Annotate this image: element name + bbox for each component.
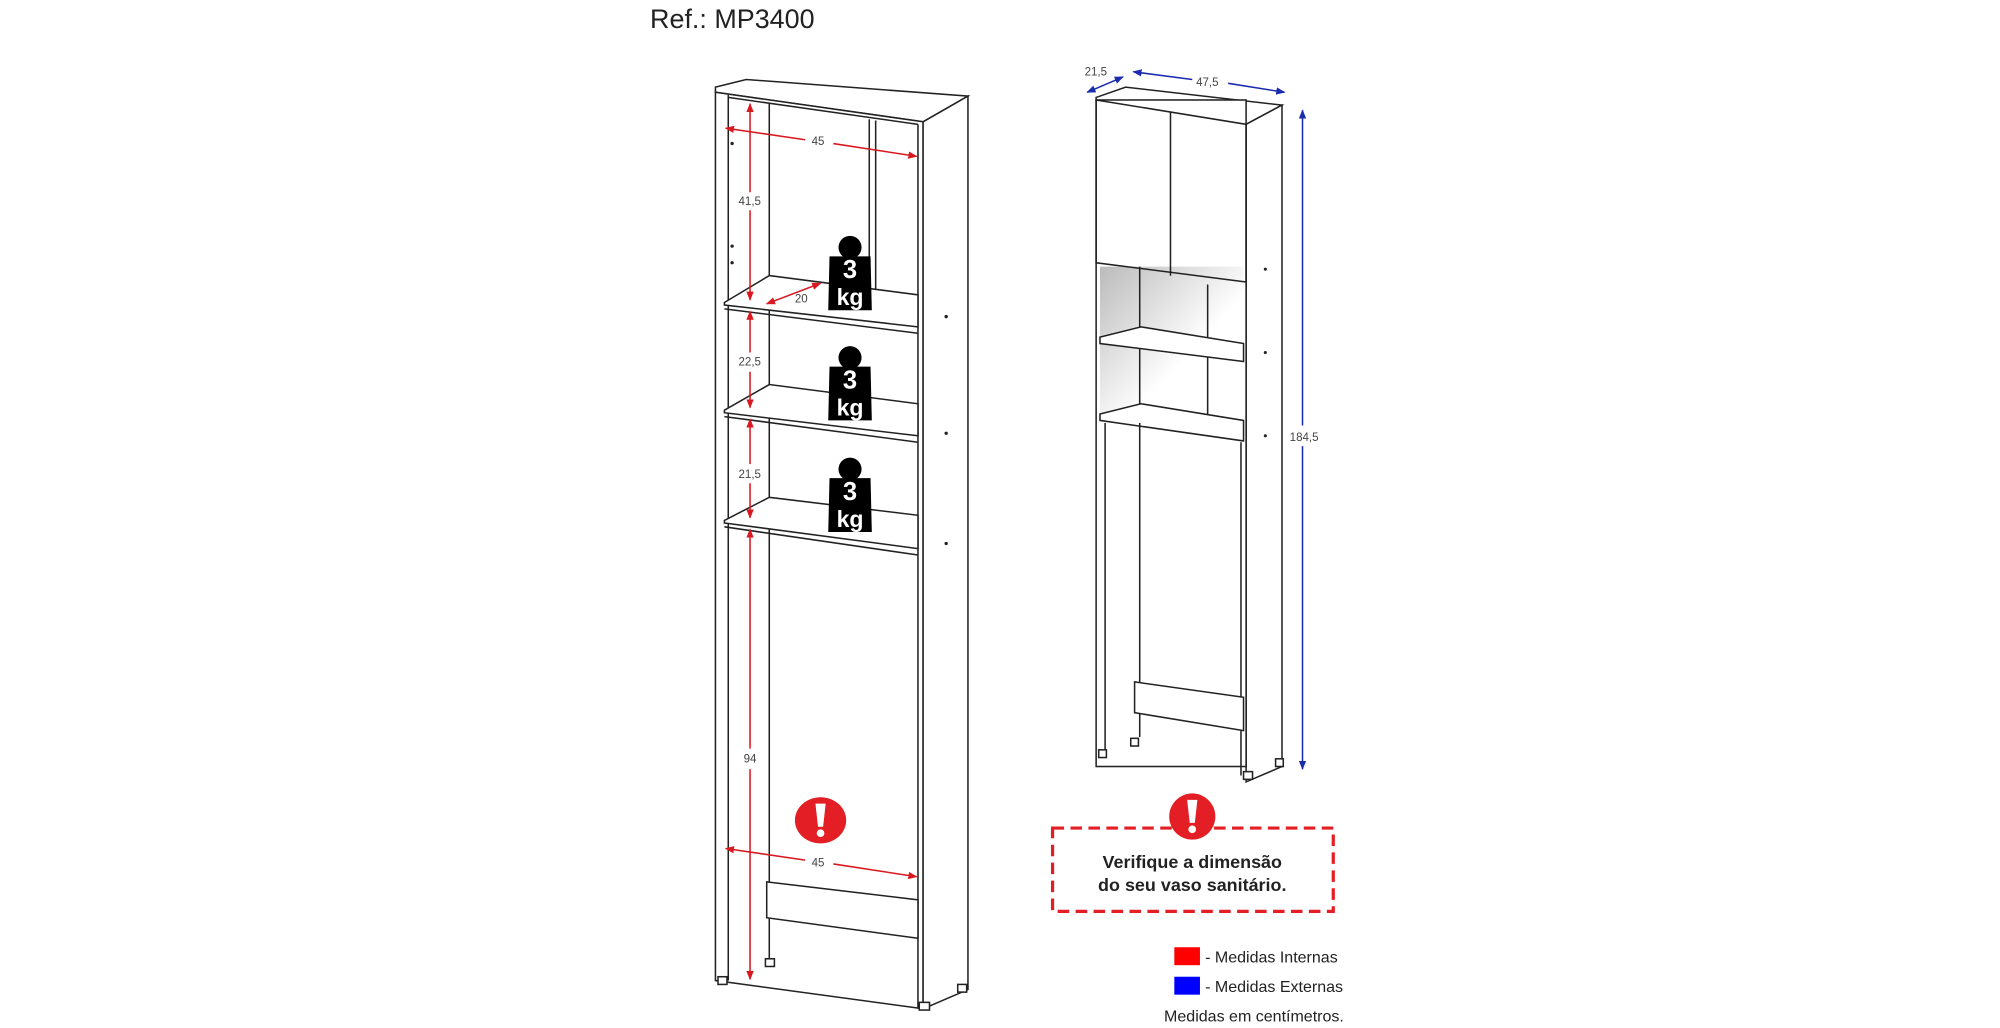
dim-width-top: 45 <box>812 136 825 148</box>
dim-shelf-depth: 20 <box>795 294 808 306</box>
external-dimensions: 21,5 47,5 184,5 <box>1085 67 1319 771</box>
units-note: Medidas em centímetros. <box>1164 1008 1344 1026</box>
product-reference: Ref.: MP3400 <box>650 4 815 34</box>
weight-badge: 3 kg <box>828 235 872 311</box>
warning-icon <box>794 797 847 844</box>
svg-text:3: 3 <box>843 256 857 284</box>
dim-width: 47,5 <box>1196 77 1218 89</box>
svg-text:3: 3 <box>843 366 857 394</box>
warning-box: Verifique a dimensão do seu vaso sanitár… <box>1050 793 1335 913</box>
left-cabinet-open-view <box>714 78 971 1011</box>
legend-internal-label: - Medidas Internas <box>1205 949 1338 967</box>
dim-height: 184,5 <box>1290 432 1319 444</box>
warning-line-1: Verifique a dimensão <box>1103 852 1282 872</box>
svg-text:kg: kg <box>837 394 864 420</box>
warning-line-2: do seu vaso sanitário. <box>1098 875 1286 895</box>
weight-badge: 3 kg <box>828 457 872 532</box>
dim-width-bottom: 45 <box>812 857 825 869</box>
legend-external-label: - Medidas Externas <box>1205 978 1343 996</box>
legend-swatch-internal <box>1174 947 1200 966</box>
internal-dimensions: 45 41,5 20 22,5 21,5 94 45 <box>724 102 918 981</box>
weight-badge: 3 kg <box>828 346 872 421</box>
dim-height-2: 22,5 <box>739 356 761 368</box>
dim-height-bottom: 94 <box>744 754 757 766</box>
svg-text:3: 3 <box>843 478 857 506</box>
legend: - Medidas Internas - Medidas Externas Me… <box>1164 947 1344 1026</box>
dim-height-3: 21,5 <box>739 469 761 481</box>
dim-height-1: 41,5 <box>739 196 761 208</box>
right-cabinet-closed-view <box>1095 86 1285 784</box>
dim-depth: 21,5 <box>1085 67 1107 79</box>
legend-swatch-external <box>1174 976 1200 995</box>
svg-text:kg: kg <box>837 284 864 310</box>
svg-text:kg: kg <box>837 506 864 532</box>
warning-icon <box>1169 793 1216 840</box>
